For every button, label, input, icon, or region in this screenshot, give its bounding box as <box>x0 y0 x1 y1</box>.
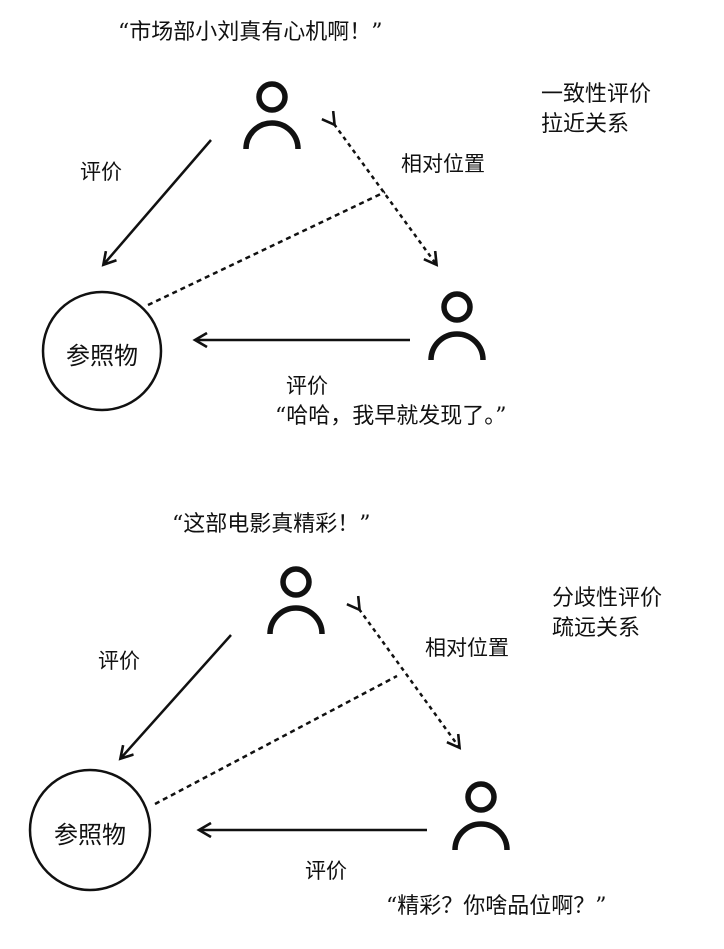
note-line1: 分歧性评价 <box>552 586 663 611</box>
right-person-quote: “精彩？你啥品位啊？” <box>386 894 607 919</box>
note-line2: 疏远关系 <box>552 616 641 641</box>
person-icon <box>267 566 325 635</box>
dashed-connector <box>147 190 386 307</box>
top-person-quote: “这部电影真精彩！” <box>172 512 371 537</box>
right-person-quote: “哈哈，我早就发现了。” <box>275 404 507 429</box>
diagram-graphics <box>41 81 486 412</box>
evaluation-label: 评价 <box>98 649 140 673</box>
diagram-graphics <box>28 566 510 892</box>
evaluation-label: 评价 <box>80 160 122 184</box>
arrow-icon <box>121 634 232 758</box>
evaluation-note: 一致性评价 拉近关系 <box>541 80 651 140</box>
evaluation-note: 分歧性评价 疏远关系 <box>552 584 662 644</box>
relative-position-label: 相对位置 <box>401 152 485 176</box>
person-icon <box>243 81 301 150</box>
relative-position-label: 相对位置 <box>425 636 509 660</box>
reference-circle <box>28 768 152 892</box>
reference-circle <box>41 290 163 412</box>
note-line2: 拉近关系 <box>541 112 630 137</box>
panel-consistent-evaluation: “市场部小刘真有心机啊！” 一致性评价 拉近关系 相对位置 评价 参照物 评价 … <box>0 0 724 470</box>
evaluation-label: 评价 <box>286 374 328 398</box>
note-line1: 一致性评价 <box>541 82 652 107</box>
reference-label: 参照物 <box>54 821 126 849</box>
person-icon <box>428 291 486 361</box>
dashed-double-arrow <box>334 124 436 264</box>
evaluation-label: 评价 <box>305 859 347 883</box>
arrow-icon <box>104 139 212 264</box>
reference-label: 参照物 <box>66 342 138 370</box>
panel-divergent-evaluation: “这部电影真精彩！” 分歧性评价 疏远关系 相对位置 评价 参照物 评价 “精彩… <box>0 490 724 949</box>
dashed-double-arrow <box>359 609 459 747</box>
top-person-quote: “市场部小刘真有心机啊！” <box>118 20 383 45</box>
person-icon <box>452 781 510 851</box>
dashed-connector <box>154 674 398 806</box>
